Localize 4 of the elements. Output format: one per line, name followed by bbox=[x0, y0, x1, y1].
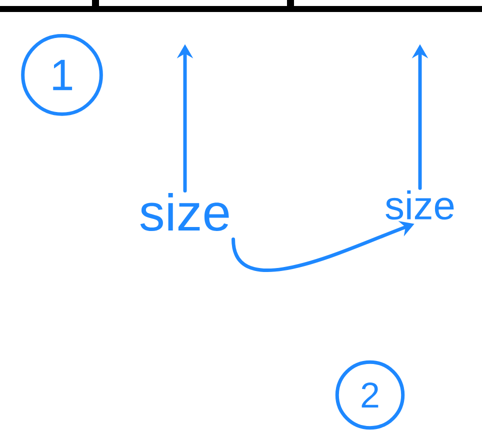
circled-number: 1 bbox=[21, 34, 103, 116]
size-label: size bbox=[140, 192, 229, 231]
circled-number: 2 bbox=[335, 360, 405, 430]
size-label: size bbox=[386, 190, 454, 220]
